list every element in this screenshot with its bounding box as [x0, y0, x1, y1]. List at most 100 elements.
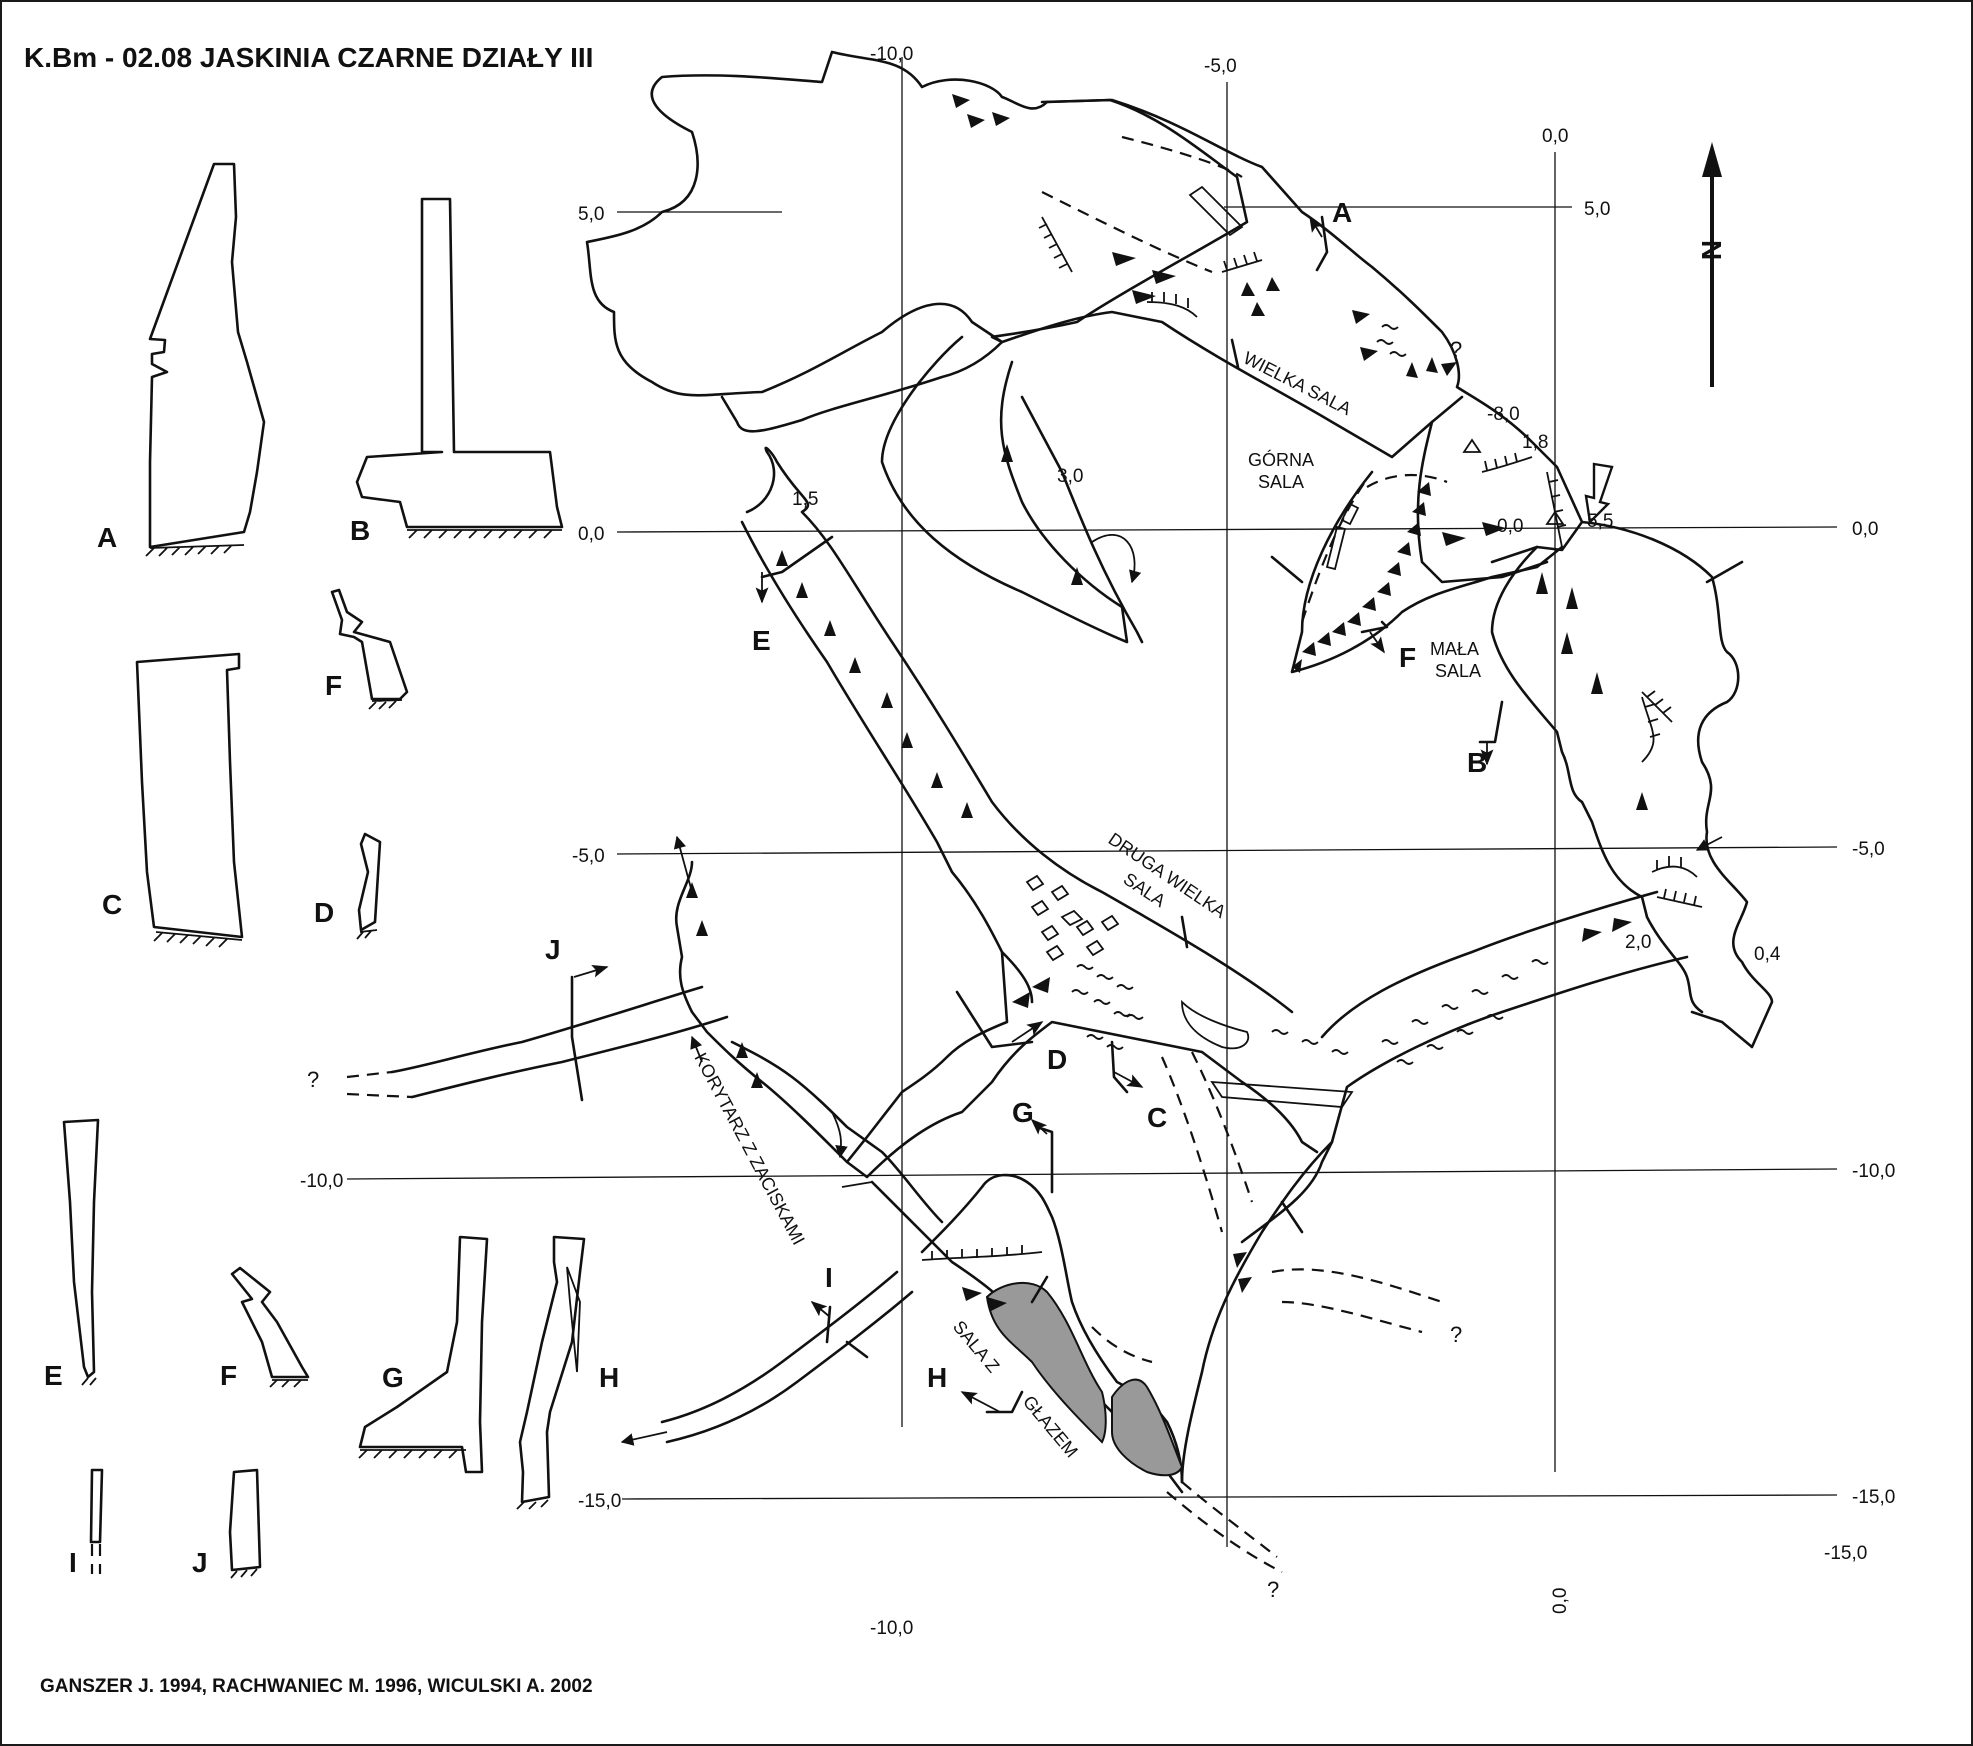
rubble-block [1025, 874, 1045, 892]
slope-symbol [1442, 532, 1466, 546]
passage-2-0-north [1320, 890, 1659, 1039]
rubble-block [1050, 884, 1070, 902]
profile-f-lower-floor [269, 1379, 308, 1388]
section-cut-g [1035, 1125, 1054, 1194]
hachure-line [921, 1251, 1043, 1261]
section-cuts: A B C D E F G H I [545, 197, 1744, 1414]
slope-symbol [1112, 252, 1136, 266]
east-chamber-east-wall [1580, 520, 1774, 1049]
profile-label-a: A [97, 522, 117, 553]
hachure-line [1656, 896, 1703, 908]
nw-passage-wall [720, 340, 1004, 433]
slope-symbol [1251, 302, 1265, 316]
slope-symbol [901, 732, 913, 748]
slope-symbol [1360, 347, 1378, 361]
section-cut-f-arrow [1369, 631, 1385, 654]
profile-h-outline [518, 1235, 586, 1504]
grid-label-top-0: 0,0 [1542, 126, 1568, 147]
ledge-tooth [1377, 582, 1391, 596]
height-1-5: 1,5 [792, 489, 818, 510]
room-name-mala-sala-1: MAŁA [1430, 639, 1479, 659]
grid-label-right-minus10: -10,0 [1852, 1161, 1895, 1182]
profile-d-floor [356, 929, 378, 940]
flow-arrows [620, 534, 1723, 1446]
rubble-block [1030, 899, 1050, 917]
entrance-arrow [1584, 462, 1614, 525]
wave-mark [1271, 1029, 1349, 1055]
room-name-druga-wielka-sala-1: DRUGA WIELKA [1105, 829, 1230, 922]
dash-west-end-2 [346, 1092, 413, 1099]
dash-nw-mid [1041, 191, 1213, 274]
passage-j-south [410, 1015, 729, 1099]
section-cut-i-arrow [810, 1300, 831, 1318]
slope-symbol [1352, 310, 1370, 324]
sediment-waves [1071, 324, 1549, 1065]
ledge-tooth [1317, 632, 1331, 646]
wave-mark [1071, 964, 1134, 1017]
hachure-ticks [1548, 479, 1567, 528]
section-cut-a-arrow [1309, 215, 1324, 238]
profile-d-outline [357, 832, 382, 932]
hachure-line [1546, 471, 1563, 548]
hachure-ticks [1223, 251, 1258, 271]
section-cut-f [1360, 620, 1389, 634]
section-cut-e [760, 535, 834, 579]
profile-label-j: J [192, 1547, 208, 1578]
section-tick [1280, 1200, 1304, 1234]
north-label: N [1696, 240, 1727, 260]
ledge-tooth [1412, 502, 1426, 516]
slope-symbol [962, 1287, 982, 1301]
room-name-sala-z-glazem-1: SALA Z [949, 1317, 1004, 1377]
ledge-tooth [1332, 622, 1346, 636]
map-title: K.Bm - 02.08 JASKINIA CZARNE DZIAŁY III [24, 42, 594, 73]
slope-symbol [1233, 1252, 1247, 1268]
profile-label-c: C [102, 889, 122, 920]
grid-label-left-minus5: -5,0 [572, 846, 605, 867]
section-cut-g-arrow [1030, 1118, 1048, 1135]
ledge-tooth [1407, 522, 1421, 536]
flow-arrow [620, 1431, 668, 1446]
section-label-c: C [1147, 1102, 1167, 1133]
hachure-ticks [931, 1245, 1023, 1260]
flow-arrow [673, 835, 693, 893]
section-tick [1180, 915, 1189, 949]
profile-label-d: D [314, 897, 334, 928]
wielka-sala-south-wall [1000, 310, 1464, 459]
profile-label-g: G [382, 1362, 404, 1393]
section-tick [1270, 555, 1304, 584]
coordinate-grid: -10,0 -5,0 0,0 -10,0 0,0 5,0 0,0 -5,0 -1… [300, 44, 1895, 1639]
rubble-block [1085, 939, 1105, 957]
profile-c-floor [153, 931, 243, 948]
slope-symbol [1536, 572, 1548, 594]
grid-label-left-0: 0,0 [578, 524, 604, 545]
slope-symbol [776, 550, 788, 566]
slope-symbol [1482, 522, 1506, 536]
ledge-tooth [1387, 562, 1401, 576]
height-0-4: 0,4 [1754, 944, 1781, 965]
gorna-sala-wall [1290, 470, 1564, 674]
rubble-block [1188, 185, 1244, 237]
passage-j-north [390, 985, 704, 1074]
grid-line-y-minus15 [621, 1494, 1838, 1500]
section-cut-h-arrow [960, 1391, 1001, 1413]
slope-symbol [961, 802, 973, 818]
profile-label-f-lower: F [220, 1360, 237, 1391]
section-label-d: D [1047, 1044, 1067, 1075]
profile-label-f-upper: F [325, 670, 342, 701]
slope-symbol [881, 692, 893, 708]
dash-nw-upper [1121, 135, 1243, 178]
rubble-block [1075, 919, 1095, 937]
boulder-area-east [1111, 1378, 1184, 1477]
section-cut-a [1315, 215, 1329, 272]
slope-symbol [952, 94, 970, 108]
grid-label-left-minus10: -10,0 [300, 1171, 343, 1192]
height-2-0: 2,0 [1625, 932, 1651, 953]
wave-mark [1396, 1014, 1504, 1065]
hachure-line [1641, 696, 1655, 763]
flow-arrow [831, 1111, 848, 1159]
passage-e-east-wall [745, 446, 1294, 1014]
dash-gorna-2 [1300, 471, 1373, 623]
slope-symbol [987, 1297, 1007, 1311]
rubble-block [1340, 502, 1360, 526]
